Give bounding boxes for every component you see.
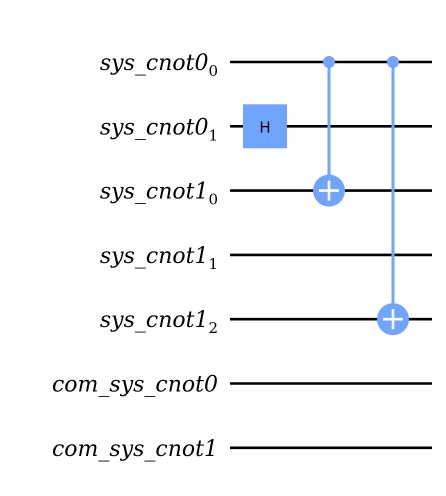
qubit-label: sys_cnot00 [100,51,218,80]
h-gate [243,104,287,149]
qubit-label-name: sys_cnot1 [100,244,209,269]
qubit-label-index: 2 [208,319,218,337]
qubit-label-name: com_sys_cnot1 [52,437,218,462]
qubit-label: com_sys_cnot0 [52,373,218,398]
qubit-label-index: 0 [208,191,218,209]
qubit-label: sys_cnot11 [100,244,218,273]
qubit-label-index: 1 [208,255,218,273]
qubit-label: com_sys_cnot1 [52,437,218,462]
qubit-label-name: sys_cnot0 [100,51,209,76]
plus-icon [319,180,339,201]
plus-icon [383,309,403,330]
qubit-label-name: sys_cnot1 [100,180,209,205]
qubit-label-name: sys_cnot0 [100,115,209,140]
control-dot [387,56,399,68]
qubit-label: sys_cnot12 [100,308,218,337]
qubit-label-name: com_sys_cnot0 [52,373,218,398]
qubit-label: sys_cnot01 [100,115,218,144]
qubit-label: sys_cnot10 [100,180,218,209]
qubit-label-name: sys_cnot1 [100,308,209,333]
control-dot [323,56,335,68]
h-gate-label: H [259,118,270,136]
qubit-label-index: 0 [208,62,218,80]
qubit-label-index: 1 [208,126,218,144]
